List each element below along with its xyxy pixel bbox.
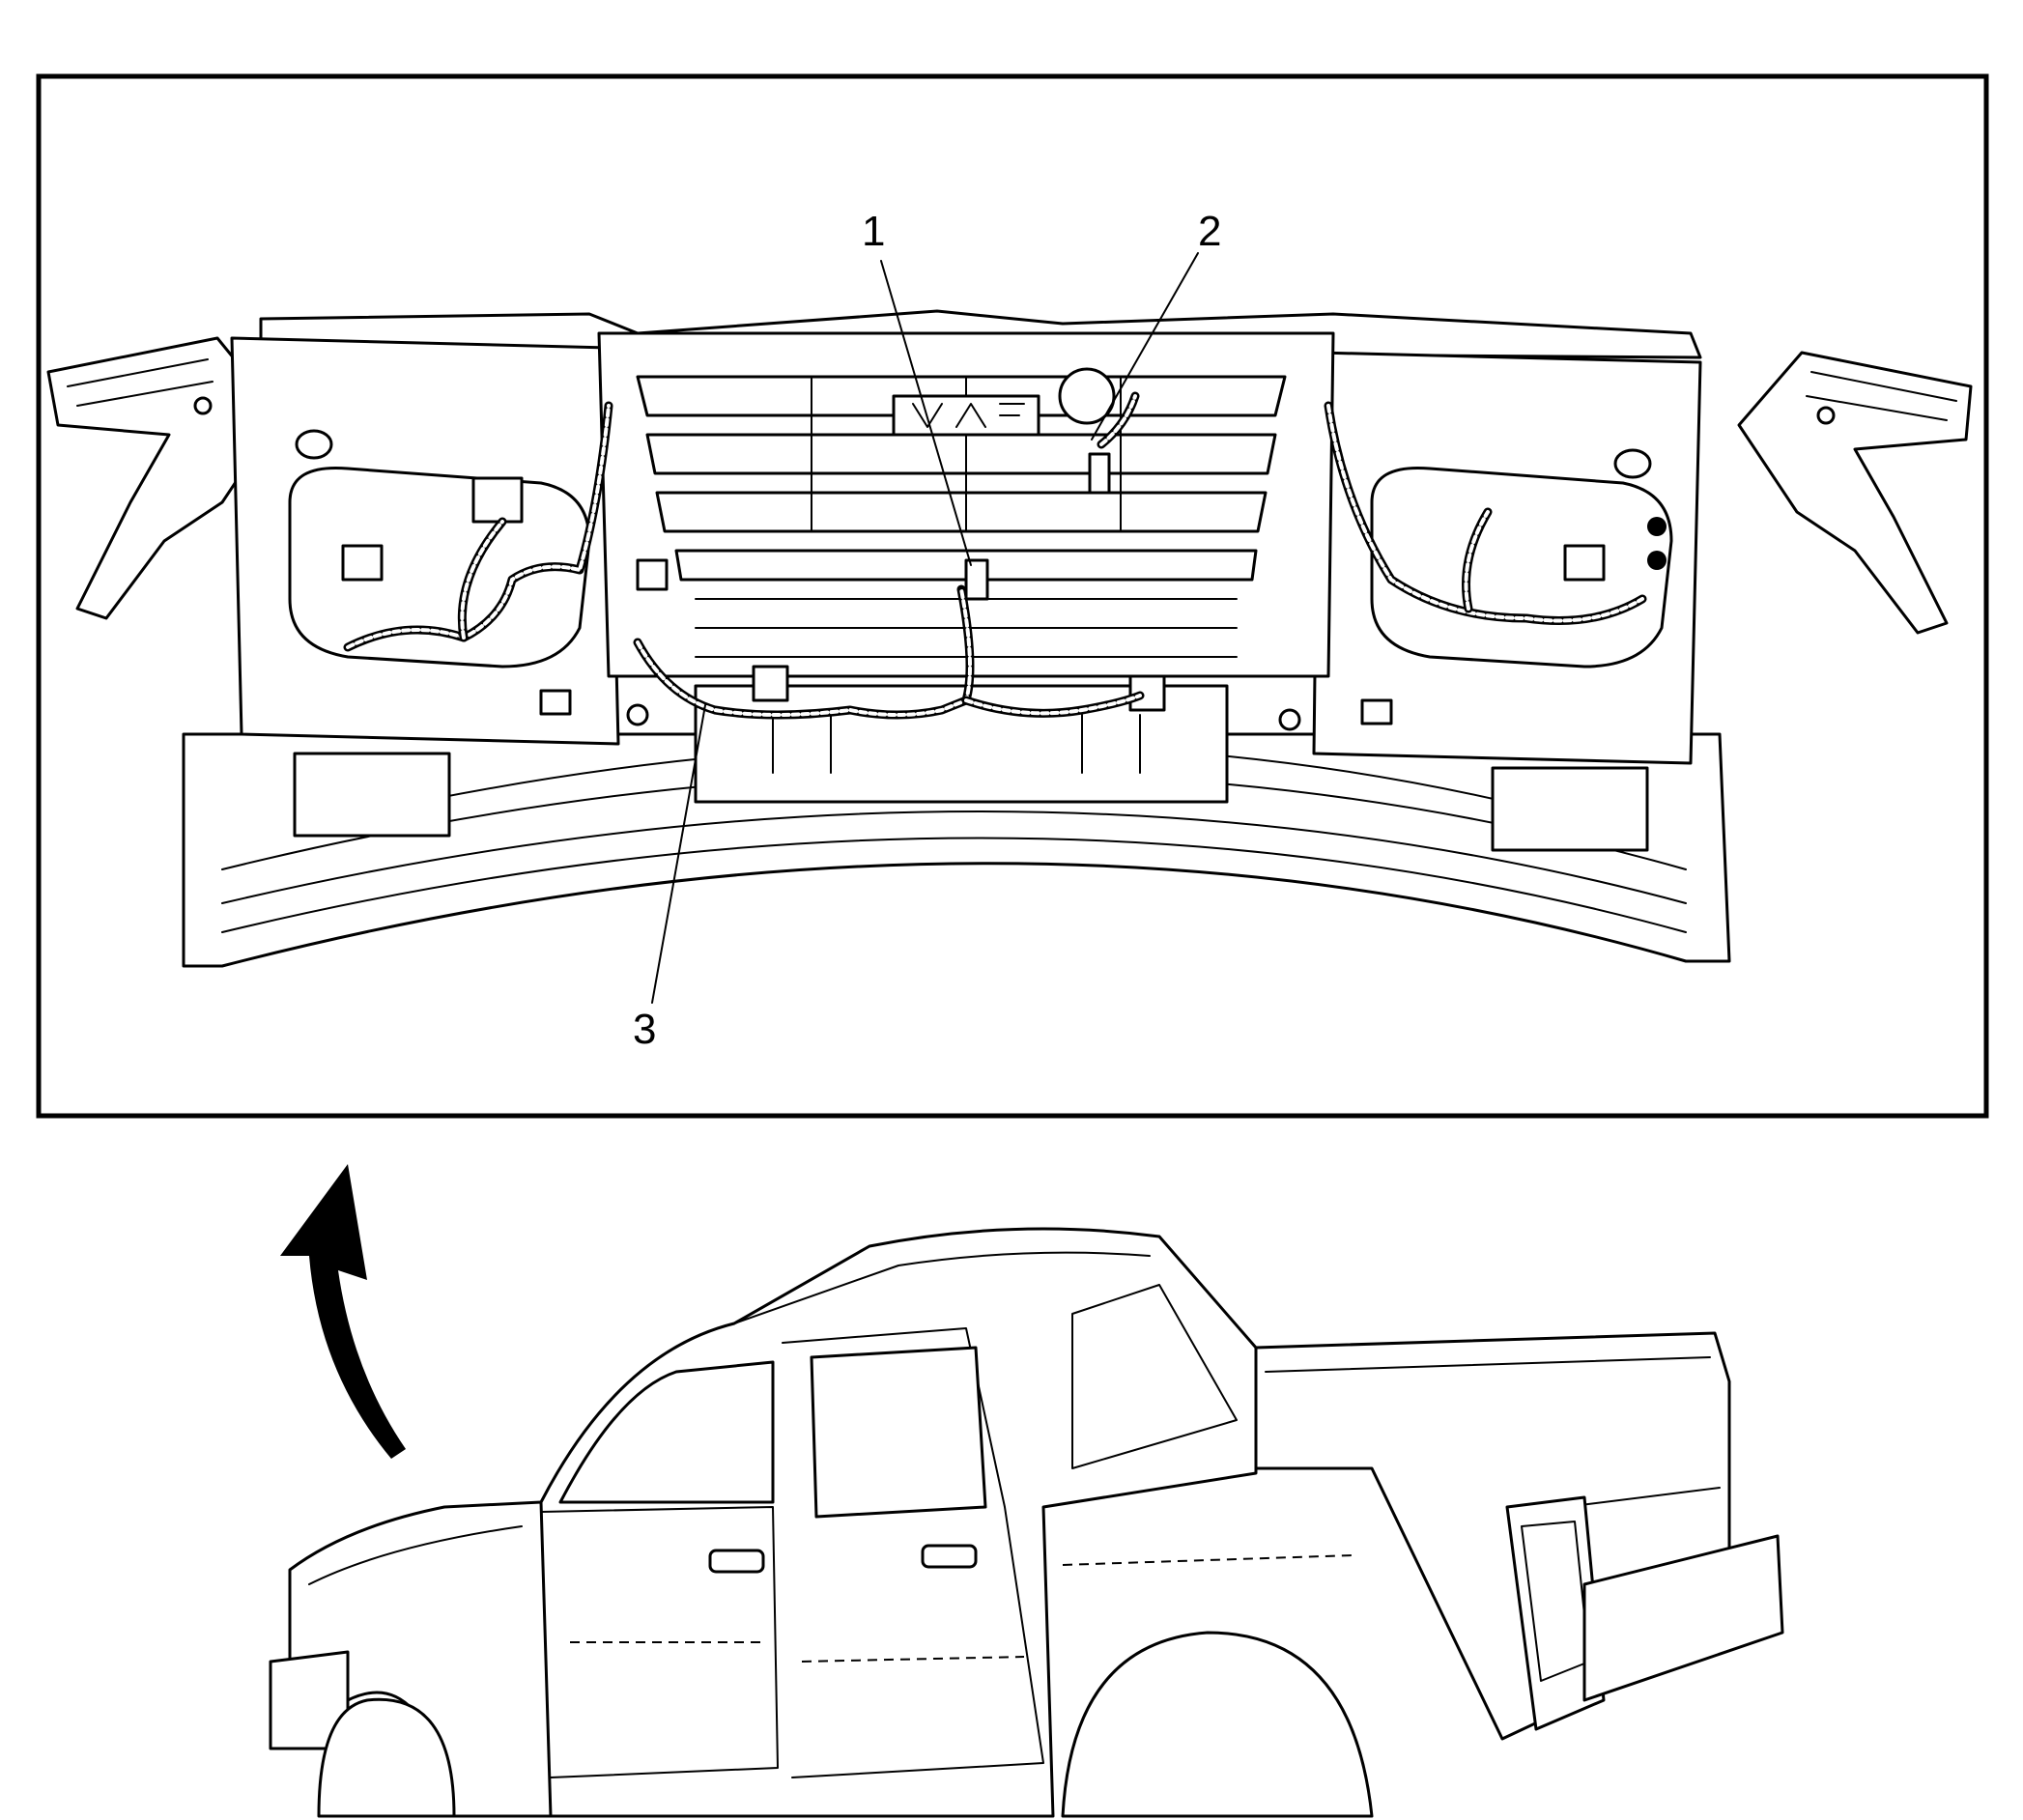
left-module — [293, 752, 451, 838]
callout-leaders — [651, 252, 1199, 1004]
wiring-harness — [343, 391, 1647, 720]
curved-arrow-icon — [280, 1164, 406, 1459]
connectors — [341, 367, 1667, 712]
callout-3: 3 — [633, 1006, 656, 1053]
detail-view-frame — [36, 73, 1989, 1119]
callout-1: 1 — [862, 208, 885, 255]
pickup-truck-icon — [269, 1227, 1784, 1818]
callout-2: 2 — [1198, 208, 1221, 255]
mounting-holes — [193, 396, 1836, 731]
front-end-assembly — [46, 309, 1973, 968]
right-module — [1491, 766, 1649, 852]
